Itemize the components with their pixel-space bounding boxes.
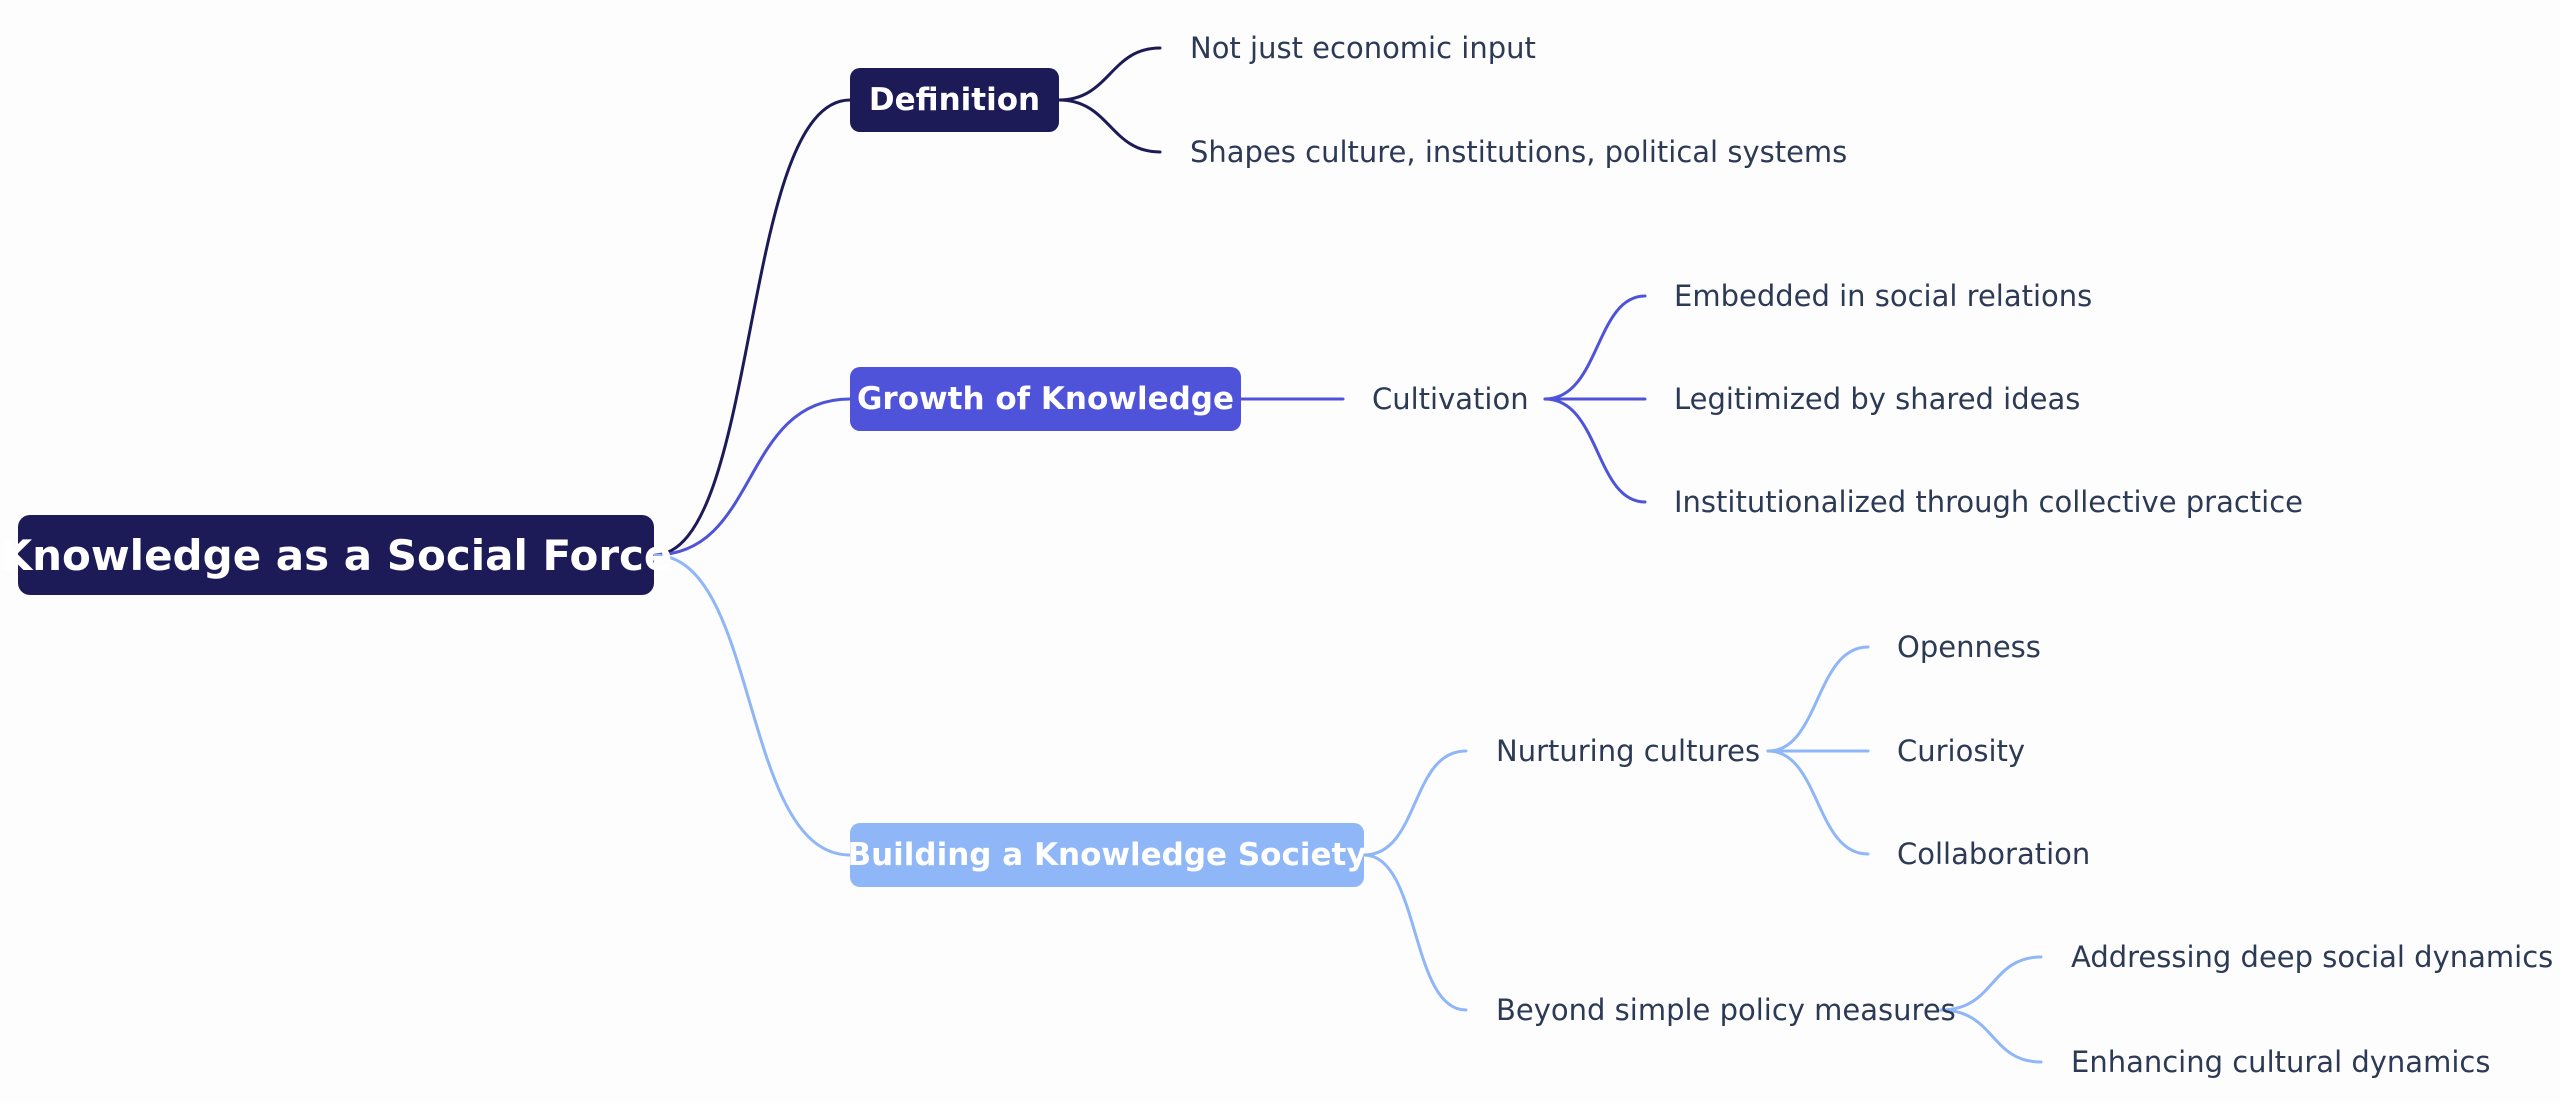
- connector-definition-leaf-2: [1057, 98, 1162, 154]
- leaf-shapes-culture[interactable]: Shapes culture, institutions, political …: [1190, 135, 1848, 169]
- connector-nurturing-leaf-1: [1766, 645, 1870, 753]
- connector-definition-leaf-1: [1057, 46, 1162, 102]
- connector-root-growth: [652, 397, 852, 557]
- node-cultivation[interactable]: Cultivation: [1372, 382, 1529, 416]
- branch-definition[interactable]: Definition: [850, 68, 1059, 132]
- connector-beyond-leaf-1: [1939, 955, 2043, 1012]
- connector-cultivation-leaf-1: [1543, 294, 1647, 401]
- connector-root-building: [652, 553, 852, 857]
- leaf-curiosity[interactable]: Curiosity: [1897, 734, 2026, 768]
- connector-cultivation-leaf-3: [1543, 397, 1647, 504]
- leaf-legitimized-by-shared-ideas[interactable]: Legitimized by shared ideas: [1674, 382, 2081, 416]
- leaf-enhancing-cultural-dynamics[interactable]: Enhancing cultural dynamics: [2071, 1045, 2491, 1079]
- root-node[interactable]: Knowledge as a Social Force: [0, 515, 672, 595]
- connector-building-nurturing: [1362, 749, 1468, 857]
- node-nurturing-cultures[interactable]: Nurturing cultures: [1496, 734, 1761, 768]
- leaf-institutionalized-through-practice[interactable]: Institutionalized through collective pra…: [1674, 485, 2304, 519]
- leaf-embedded-in-social-relations[interactable]: Embedded in social relations: [1674, 279, 2093, 313]
- branch-building-knowledge-society[interactable]: Building a Knowledge Society: [847, 823, 1367, 887]
- connector-root-definition: [652, 98, 852, 557]
- connector-beyond-leaf-2: [1939, 1008, 2043, 1064]
- leaf-collaboration[interactable]: Collaboration: [1897, 837, 2091, 871]
- connector-building-beyond: [1362, 853, 1468, 1012]
- leaf-addressing-deep-social-dynamics[interactable]: Addressing deep social dynamics: [2071, 940, 2554, 974]
- leaf-openness[interactable]: Openness: [1897, 630, 2041, 664]
- connector-nurturing-leaf-3: [1766, 749, 1870, 856]
- leaf-not-just-economic-input[interactable]: Not just economic input: [1190, 31, 1536, 65]
- node-beyond-simple-policy-measures[interactable]: Beyond simple policy measures: [1496, 993, 1956, 1027]
- branch-growth-of-knowledge[interactable]: Growth of Knowledge: [850, 367, 1241, 431]
